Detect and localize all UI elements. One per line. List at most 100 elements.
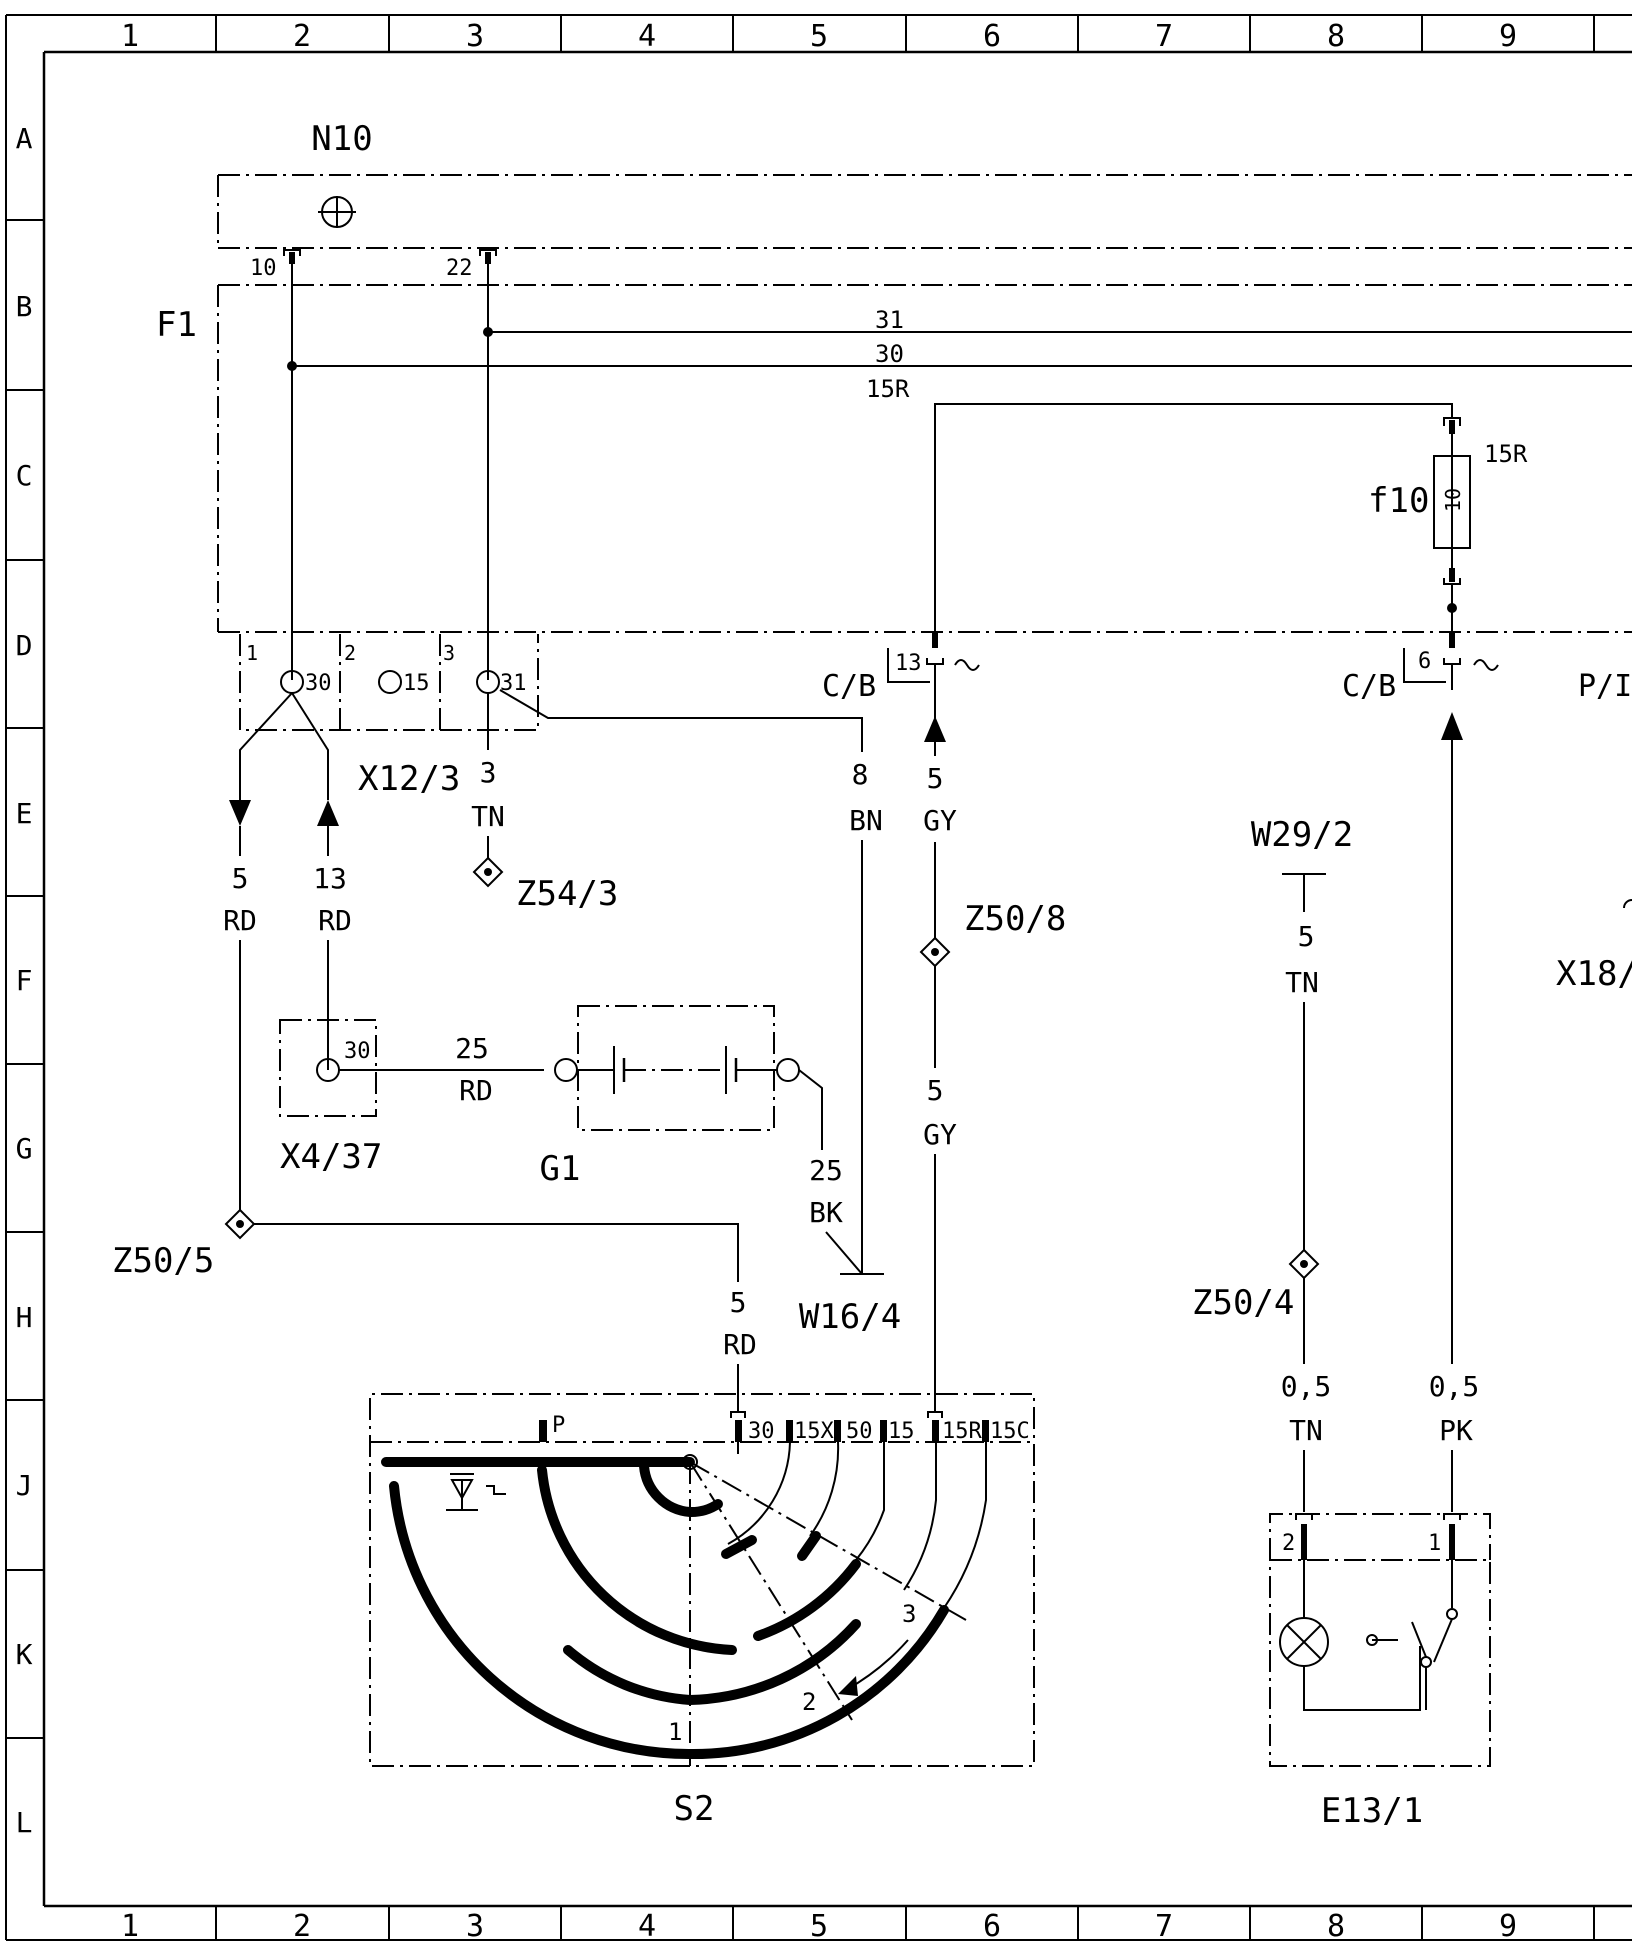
w29-2-ground: W29/2 5 TN Z50/4 0,5 TN (1192, 815, 1353, 1512)
wire-size: 0,5 (1429, 1370, 1480, 1403)
wire-size: 25 (809, 1154, 843, 1187)
x12-stud-30: 30 (305, 671, 332, 696)
s2-term-30: 30 (748, 1419, 775, 1444)
key-lock-icon (446, 1473, 506, 1511)
s2-term-15c: 15C (990, 1419, 1030, 1444)
connector-pin (283, 249, 301, 264)
col-label: 3 (466, 19, 484, 54)
wire-color: TN (1285, 966, 1319, 999)
splice-icon (919, 936, 951, 968)
x12-pos-1: 1 (246, 641, 258, 665)
row-label: J (16, 1469, 33, 1502)
col-label: 4 (638, 1909, 656, 1944)
z50-4-label: Z50/4 (1192, 1283, 1294, 1323)
x12-3-terminal: 1 2 3 30 15 31 X12/3 (239, 634, 539, 799)
row-label: L (16, 1806, 33, 1839)
wire-size: 5 (730, 1286, 747, 1319)
x18-label: X18/ (1556, 954, 1632, 994)
switch-contact-icon (1366, 1618, 1453, 1710)
wire-size: 3 (480, 756, 497, 789)
col-label: 1 (121, 1909, 139, 1944)
wire-color: BK (809, 1196, 843, 1229)
e13-1-label: E13/1 (1321, 1791, 1423, 1831)
wire-color: GY (923, 1118, 957, 1151)
splice-icon (1288, 1248, 1320, 1280)
row-label: D (16, 629, 33, 662)
col-label: 3 (466, 1909, 484, 1944)
row-label: C (16, 459, 33, 492)
col-label: 6 (983, 19, 1001, 54)
z50-5-label: Z50/5 (112, 1241, 214, 1281)
cb-label: C/B (1342, 669, 1396, 704)
x18-terminal: X18/ (1556, 899, 1632, 994)
wire-size: 5 (232, 862, 249, 895)
p-d-label: P/I (1578, 669, 1632, 704)
s2-term-15x: 15X (794, 1419, 834, 1444)
w16-4-label: W16/4 (799, 1297, 901, 1337)
splice-icon (472, 856, 504, 888)
n10-pin-10: 10 (250, 256, 277, 281)
col-label: 9 (1499, 19, 1517, 54)
s2-ignition-switch: P 30 15X 50 15 15R 15C (369, 1393, 1035, 1829)
e13-1-lamp: 2 1 E13/1 (1269, 1513, 1491, 1831)
cb-13-connector: C/B 13 5 GY Z50/8 5 GY (822, 632, 1066, 1412)
f10-fuse: f10 15R 10 (1368, 434, 1528, 640)
wire-color: RD (318, 904, 352, 937)
w29-2-label: W29/2 (1251, 815, 1353, 855)
lamp-icon (1279, 1617, 1329, 1667)
x4-stud-30: 30 (344, 1039, 371, 1064)
row-label: H (16, 1301, 33, 1334)
col-label: 9 (1499, 1909, 1517, 1944)
x4-37-terminal: 30 X4/37 25 RD (279, 1019, 544, 1177)
bus-15r-label: 15R (866, 375, 910, 403)
wire-color: PK (1439, 1414, 1473, 1447)
s2-position-3: 3 (902, 1600, 916, 1628)
wire-size: 13 (313, 862, 347, 895)
wire-size: 5 (1298, 920, 1315, 953)
s2-term-50: 50 (846, 1419, 873, 1444)
x12-stud-15: 15 (403, 671, 430, 696)
wire-color: BN (849, 804, 883, 837)
wire-color: TN (471, 800, 505, 833)
s2-position-2: 2 (802, 1688, 816, 1716)
cb-pin-13: 13 (895, 651, 922, 676)
splice-icon (224, 1208, 256, 1240)
n10-pin-22: 22 (446, 256, 473, 281)
row-label: A (16, 122, 33, 155)
s2-term-p: P (552, 1413, 565, 1438)
s2-term-15r: 15R (942, 1419, 982, 1444)
f10-pin-15r: 15R (1484, 440, 1528, 468)
x12-pos-3: 3 (443, 641, 455, 665)
col-label: 2 (293, 19, 311, 54)
wiring-left: 5 RD 13 RD 3 TN Z54/3 8 BN (223, 689, 883, 1274)
f1-fusebox: F1 31 30 15R (156, 249, 1632, 680)
g1-battery: G1 25 BK W16/4 (540, 1005, 901, 1337)
wire-size: 5 (927, 1074, 944, 1107)
x4-37-label: X4/37 (280, 1137, 382, 1177)
col-label: 6 (983, 1909, 1001, 1944)
wire-size: 0,5 (1281, 1370, 1332, 1403)
cb-pin-6: 6 (1418, 649, 1431, 674)
wire-color: GY (923, 804, 957, 837)
wire-color: TN (1289, 1414, 1323, 1447)
s2-term-15: 15 (888, 1419, 915, 1444)
z50-5-splice: Z50/5 5 RD (112, 1208, 757, 1412)
s2-position-1: 1 (668, 1718, 682, 1746)
n10-module: N10 10 22 (217, 119, 1632, 281)
f10-rating: 10 (1441, 488, 1465, 512)
row-label: K (16, 1638, 33, 1671)
cb-label: C/B (822, 669, 876, 704)
e13-pin-1: 1 (1428, 1531, 1441, 1556)
wire-color: RD (723, 1328, 757, 1361)
wire-size: 5 (927, 762, 944, 795)
transistor-icon (318, 196, 356, 228)
s2-label: S2 (674, 1789, 715, 1829)
e13-pin-2: 2 (1282, 1531, 1295, 1556)
wire-size: 25 (455, 1032, 489, 1065)
x12-pos-2: 2 (344, 641, 356, 665)
col-label: 8 (1327, 1909, 1345, 1944)
cb-6-connector: C/B 6 P/I 0,5 PK (1342, 632, 1632, 1512)
col-label: 2 (293, 1909, 311, 1944)
connector-pin (1443, 417, 1461, 434)
